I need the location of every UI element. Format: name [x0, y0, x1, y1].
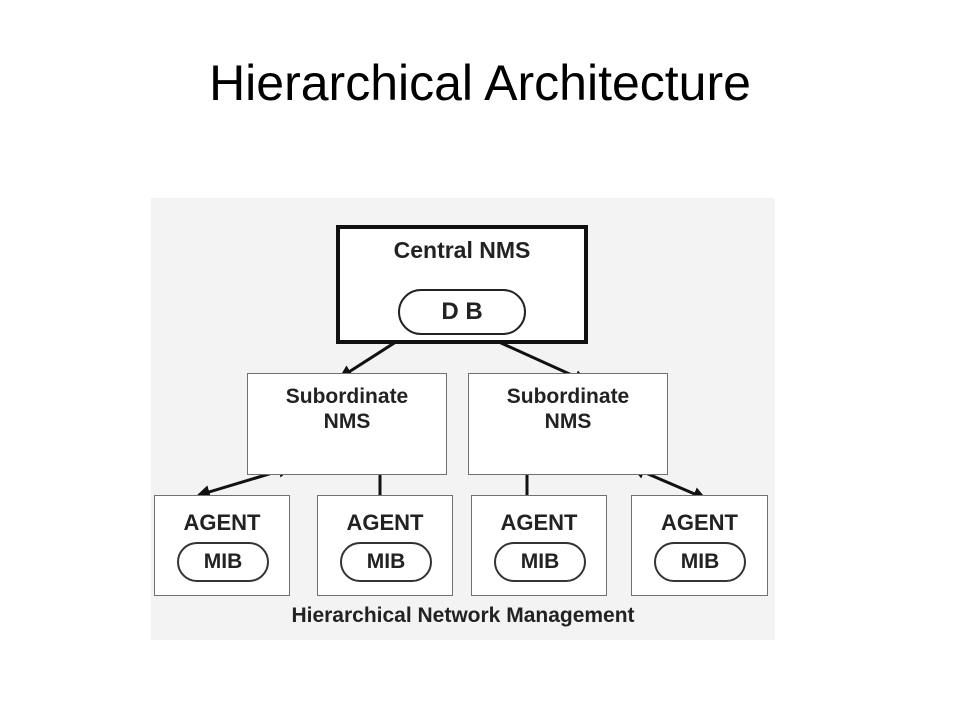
agent-box-1: AGENT MIB: [154, 495, 290, 596]
subordinate-label-line2: NMS: [323, 410, 371, 433]
mib-pill: MIB: [340, 542, 432, 582]
agent-label: AGENT: [500, 510, 578, 535]
subordinate-nms-label: Subordinate NMS: [469, 384, 667, 434]
hierarchy-diagram: Central NMS D B Subordinate NMS Subordin…: [151, 198, 775, 640]
agent-label: AGENT: [346, 510, 424, 535]
central-nms-label: Central NMS: [393, 237, 531, 263]
mib-pill: MIB: [177, 542, 269, 582]
subordinate-nms-box-right: Subordinate NMS: [468, 373, 668, 475]
subordinate-label-line1: Subordinate: [285, 385, 409, 408]
agent-box-3: AGENT MIB: [471, 495, 607, 596]
subordinate-label-line1: Subordinate: [506, 385, 630, 408]
agent-box-4: AGENT MIB: [631, 495, 768, 596]
database-pill: D B: [398, 289, 526, 335]
subordinate-nms-box-left: Subordinate NMS: [247, 373, 447, 475]
subordinate-label-line2: NMS: [544, 410, 592, 433]
mib-pill: MIB: [494, 542, 586, 582]
central-nms-box: Central NMS D B: [336, 225, 588, 344]
diagram-caption: Hierarchical Network Management: [291, 604, 635, 627]
subordinate-nms-label: Subordinate NMS: [248, 384, 446, 434]
agent-box-2: AGENT MIB: [317, 495, 453, 596]
agent-label: AGENT: [183, 510, 261, 535]
mib-pill: MIB: [654, 542, 746, 582]
slide-title: Hierarchical Architecture: [209, 55, 751, 111]
agent-label: AGENT: [661, 510, 738, 535]
